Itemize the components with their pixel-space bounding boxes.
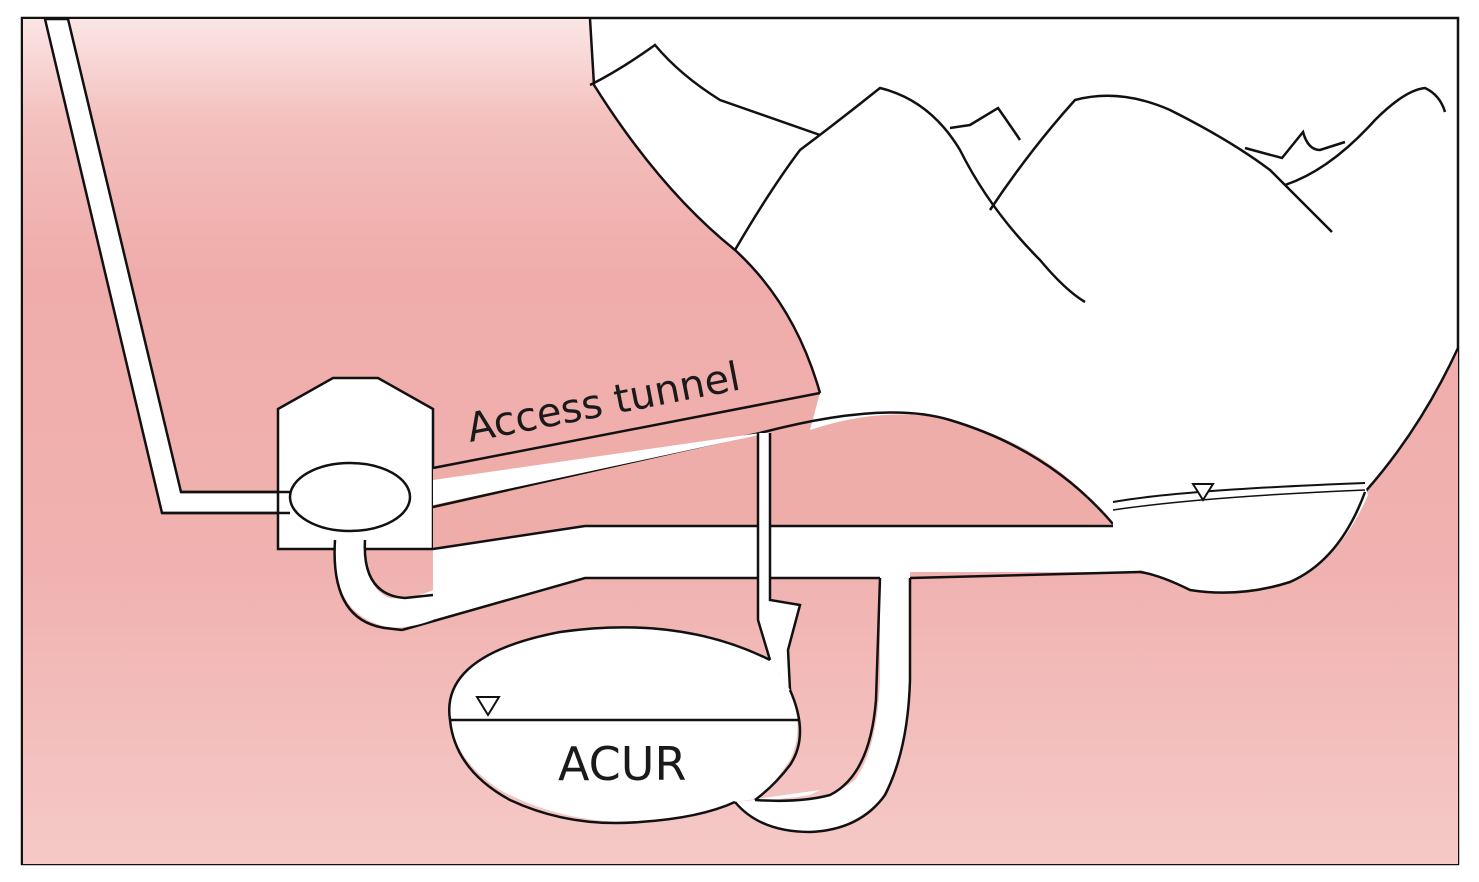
lower-connection-tunnel <box>334 540 433 628</box>
lower-lake <box>1113 485 1368 592</box>
access-tunnel <box>433 393 1113 549</box>
lake-water-level-marker <box>1191 483 1215 502</box>
vertical-access-shaft <box>758 433 800 690</box>
access-tunnel-channel <box>433 433 768 505</box>
transformer-chamber <box>288 461 412 533</box>
acur-reservoir <box>449 627 820 822</box>
mountain-outlines <box>589 43 1447 304</box>
valley-right-slope <box>1364 347 1460 493</box>
rock-mass <box>23 19 1458 864</box>
lake-bed <box>1139 491 1367 594</box>
acur-label: ACUR <box>558 737 686 791</box>
tailrace-tunnel <box>433 526 1140 620</box>
hill-edge <box>759 411 1114 525</box>
ground-surface-line <box>588 18 822 394</box>
acur-water-level-marker <box>475 696 501 717</box>
lake-surface-line-2 <box>1112 489 1366 511</box>
u-connection-tunnel <box>735 578 910 832</box>
